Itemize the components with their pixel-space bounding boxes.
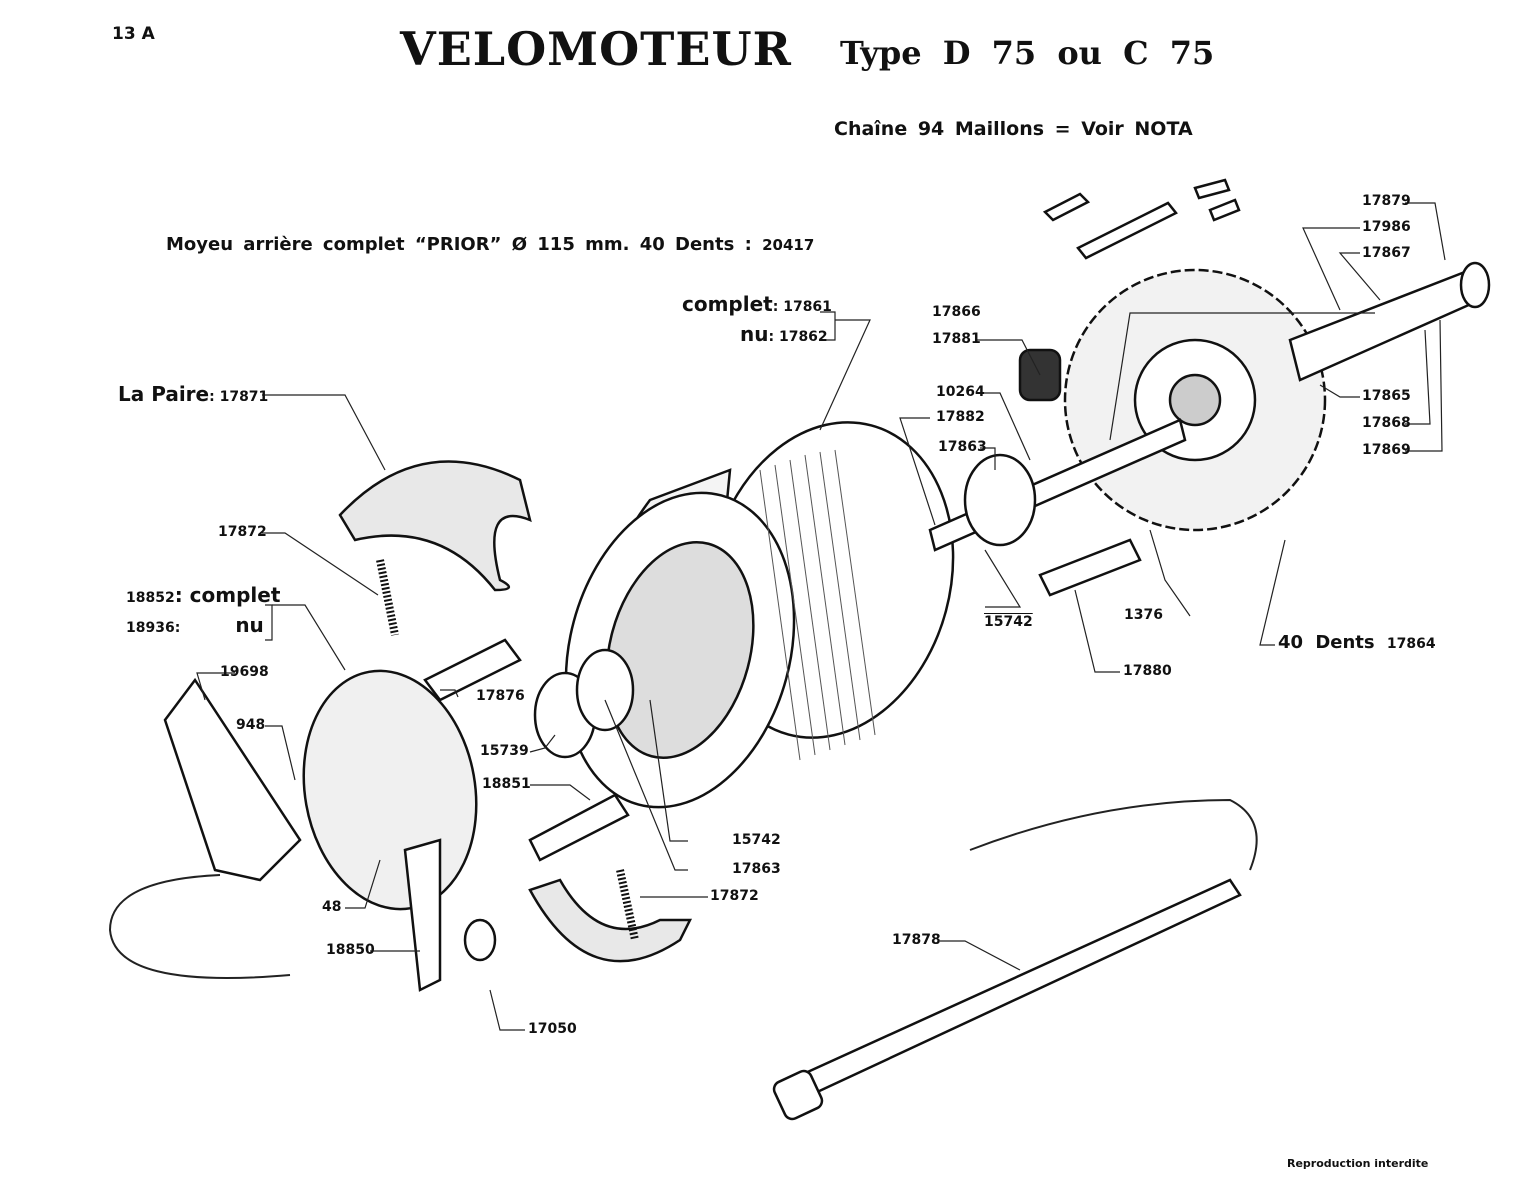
axle-rod-illustration	[772, 878, 1242, 1121]
part-label-19698: 19698	[220, 664, 269, 680]
pin-illustration	[528, 793, 630, 862]
part-label-17880: 17880	[1123, 663, 1172, 679]
chain-note: Chaîne 94 Maillons = Voir NOTA	[834, 118, 1193, 140]
hub-shell-illustration	[564, 421, 955, 809]
page-number: 13 A	[112, 24, 155, 44]
footer-copyright: Reproduction interdite	[1287, 1157, 1429, 1170]
part-label-15742: 15742	[732, 832, 781, 848]
hub-complet-label: complet: 17861	[682, 292, 832, 316]
part-label-17876: 17876	[476, 688, 525, 704]
part-label-15739: 15739	[480, 743, 529, 759]
part-label-10264: 10264	[936, 384, 985, 400]
sprocket-label: 40 Dents 17864	[1278, 632, 1436, 653]
bearing-illustration	[963, 453, 1037, 547]
part-label-18850: 18850	[326, 942, 375, 958]
brake-shoes-pair-label: La Paire: 17871	[118, 382, 269, 406]
hub-note-number: 20417	[762, 236, 815, 254]
part-label-17986: 17986	[1362, 219, 1411, 235]
brake-shoe-top-illustration	[338, 460, 532, 592]
hub-nu-label: nu: 17862	[740, 322, 828, 346]
page-subtitle: Type D 75 ou C 75	[840, 34, 1215, 72]
part-label-17050: 17050	[528, 1021, 577, 1037]
part-label-48: 48	[322, 899, 342, 915]
pin-illustration	[423, 638, 522, 702]
brake-shoe-bottom-illustration	[528, 878, 693, 963]
part-label-17866: 17866	[932, 304, 981, 320]
part-label-948: 948	[236, 717, 266, 733]
part-label-17878: 17878	[892, 932, 941, 948]
leader-lines	[196, 202, 1446, 1031]
part-label-17865: 17865	[1362, 388, 1411, 404]
part-label-17879: 17879	[1362, 193, 1411, 209]
spring-illustration	[376, 559, 399, 636]
part-label-17863: 17863	[938, 439, 987, 455]
part-label-17863-lower: 17863	[732, 861, 781, 877]
page-title: VELOMOTEUR	[400, 22, 792, 76]
pin-illustration	[1038, 538, 1142, 597]
part-label-15742-right: 15742	[984, 614, 1033, 630]
chain-links-illustration	[1042, 178, 1241, 260]
hub-note-text: Moyeu arrière complet “PRIOR” Ø 115 mm. …	[166, 234, 752, 255]
part-label-1376: 1376	[1124, 607, 1163, 623]
hub-note: Moyeu arrière complet “PRIOR” Ø 115 mm. …	[166, 234, 814, 255]
part-label-18851: 18851	[482, 776, 531, 792]
brake-plate-illustration	[302, 669, 478, 911]
part-label-17869: 17869	[1362, 442, 1411, 458]
brake-lever-illustration	[163, 677, 302, 882]
part-label-17882: 17882	[936, 409, 985, 425]
brake-plate-complet-label: 18852: complet	[126, 583, 281, 607]
sprocket-illustration	[1063, 268, 1327, 532]
arrow-curve	[969, 798, 1258, 871]
part-label-17867: 17867	[1362, 245, 1411, 261]
part-label-17868: 17868	[1362, 415, 1411, 431]
arrow-curve	[108, 874, 291, 979]
part-label-17872: 17872	[218, 524, 267, 540]
torsion-spring-illustration	[463, 918, 497, 962]
bearing-left-illustration	[575, 648, 635, 732]
part-label-17881: 17881	[932, 331, 981, 347]
brake-plate-nu-label: 18936:nu	[126, 613, 264, 637]
cam-lever-illustration	[403, 838, 442, 992]
part-label-17872-lower: 17872	[710, 888, 759, 904]
